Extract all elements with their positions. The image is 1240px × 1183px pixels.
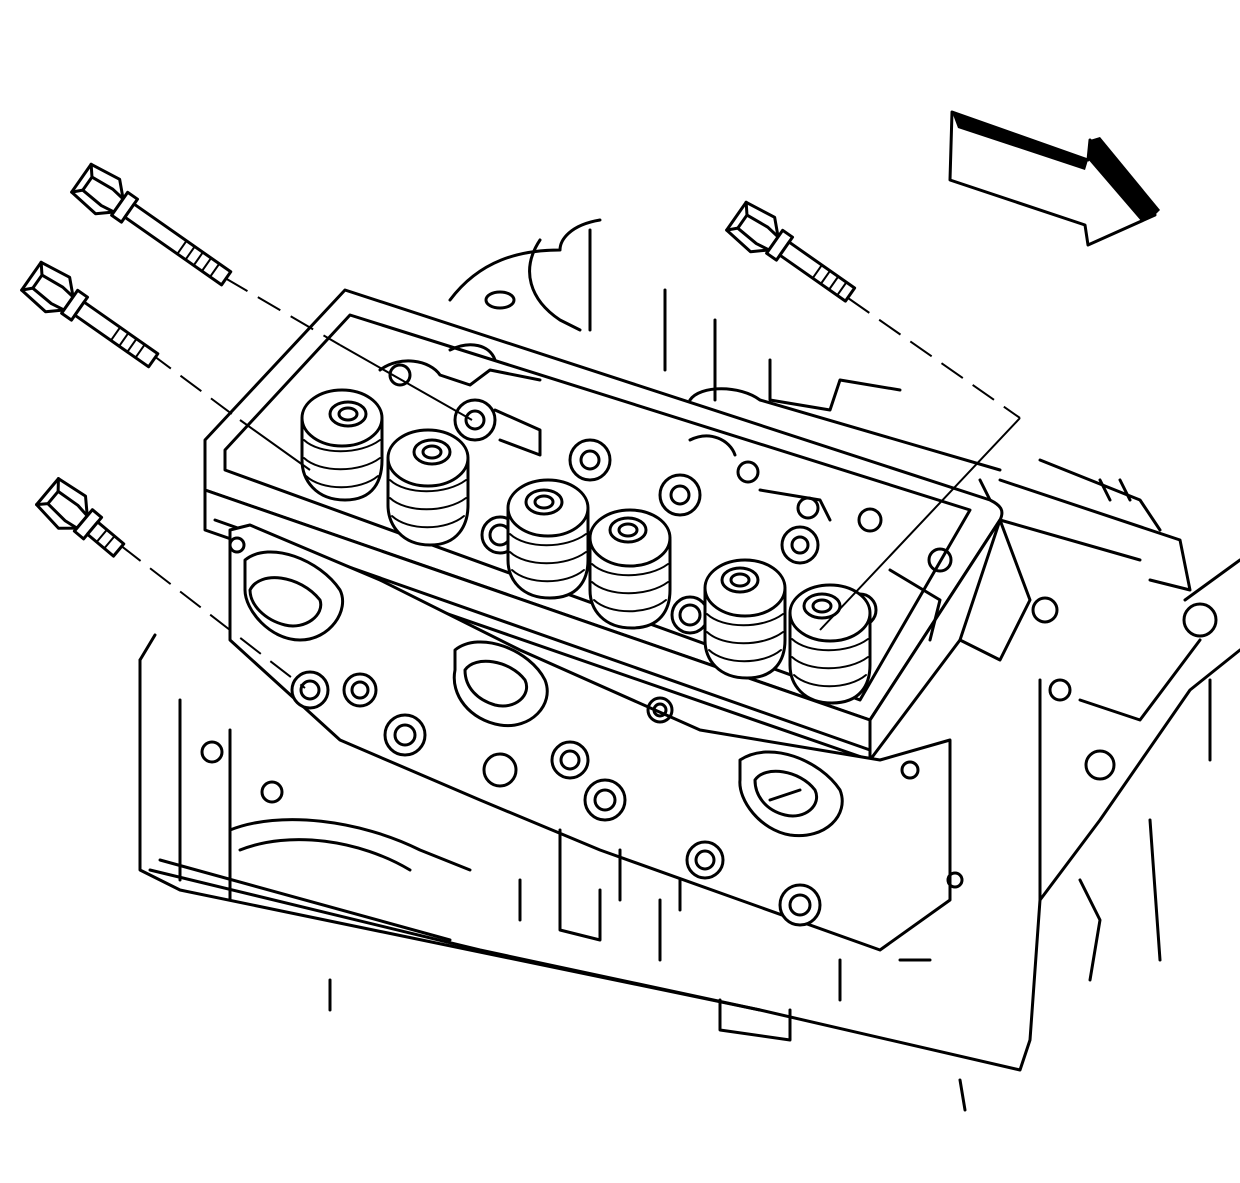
bolt-upper-right	[725, 200, 857, 303]
bolt-guide-lines	[119, 277, 1021, 689]
valve-spring-3	[506, 478, 590, 600]
valve-spring-1	[300, 388, 384, 502]
front-direction-arrow-icon	[948, 110, 1160, 247]
valve-spring-5	[703, 558, 787, 680]
bolts	[20, 162, 857, 558]
bolt-middle-left	[20, 260, 160, 369]
valve-spring-2	[386, 428, 470, 547]
bolt-upper-left	[70, 162, 233, 287]
valve-spring-4	[588, 508, 672, 630]
bolt-lower-left	[35, 477, 126, 558]
valve-springs	[300, 388, 872, 705]
engine-upper-structure	[448, 218, 1192, 592]
valve-spring-6	[788, 583, 872, 705]
